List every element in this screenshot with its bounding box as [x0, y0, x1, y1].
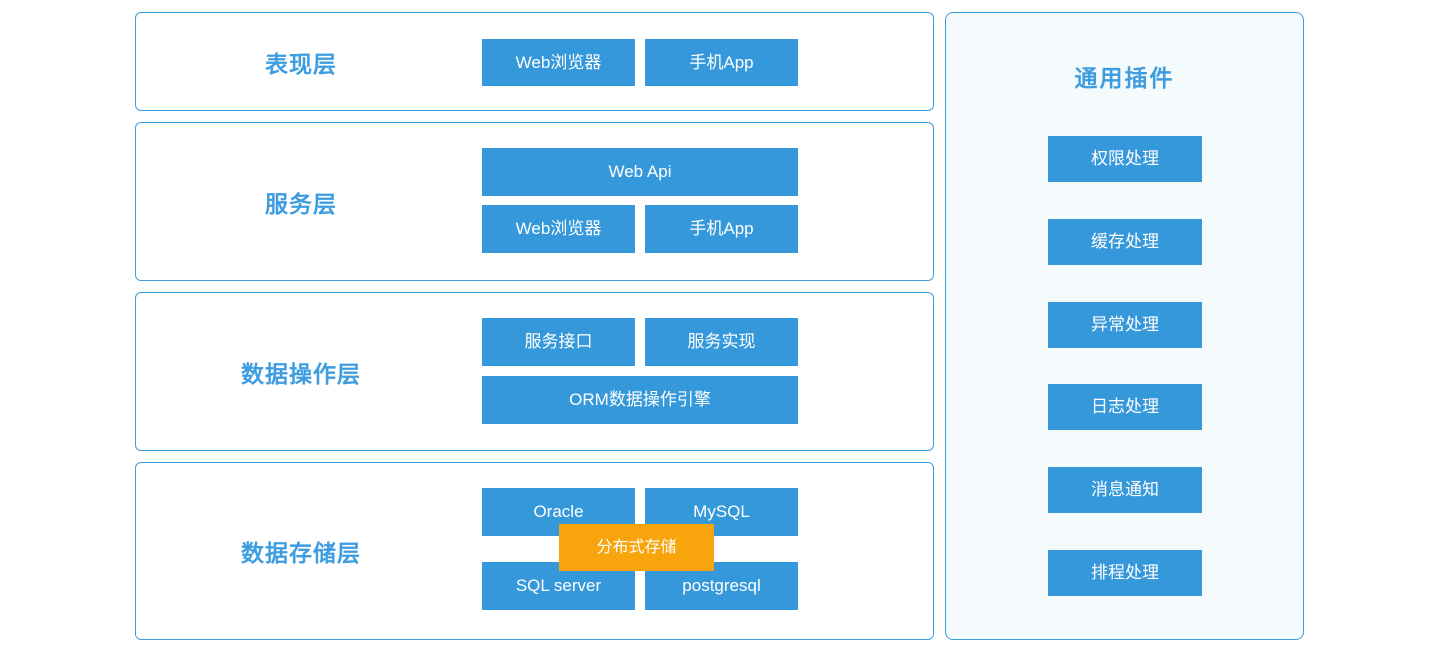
node-oracle: Oracle — [482, 488, 635, 536]
node-web-browser: Web浏览器 — [482, 39, 635, 86]
plugin-box-schedule: 排程处理 — [1048, 550, 1202, 596]
node-web-api: Web Api — [482, 148, 798, 196]
plugin-box-message: 消息通知 — [1048, 467, 1202, 513]
node-orm-engine: ORM数据操作引擎 — [482, 376, 798, 424]
plugin-box-log: 日志处理 — [1048, 384, 1202, 430]
layer-title: 服务层 — [265, 190, 337, 217]
layer-title: 数据存储层 — [241, 540, 361, 566]
layer-boxes: Web Api Web浏览器 手机App — [482, 123, 798, 280]
layer-card-data-operation: 数据操作层 服务接口 服务实现 ORM数据操作引擎 — [135, 292, 934, 451]
node-mobile-app: 手机App — [645, 205, 798, 253]
plugin-box-permission: 权限处理 — [1048, 136, 1202, 182]
layer-boxes: Web浏览器 手机App — [482, 13, 798, 110]
layer-card-data-storage: 数据存储层 Oracle MySQL SQL server postgresql… — [135, 462, 934, 640]
layer-title: 数据操作层 — [241, 360, 361, 387]
layer-boxes: 服务接口 服务实现 ORM数据操作引擎 — [482, 293, 798, 450]
node-mobile-app: 手机App — [645, 39, 798, 86]
plugin-box-exception: 异常处理 — [1048, 302, 1202, 348]
plugins-panel-title: 通用插件 — [1074, 65, 1175, 91]
box-row: 服务接口 服务实现 — [482, 318, 798, 366]
plugins-panel: 通用插件 权限处理 缓存处理 异常处理 日志处理 消息通知 排程处理 — [945, 12, 1304, 640]
box-row: Web浏览器 手机App — [482, 39, 798, 86]
layer-card-service: 服务层 Web Api Web浏览器 手机App — [135, 122, 934, 281]
box-row: ORM数据操作引擎 — [482, 376, 798, 424]
node-sql-server: SQL server — [482, 562, 635, 610]
node-postgresql: postgresql — [645, 562, 798, 610]
node-web-browser: Web浏览器 — [482, 205, 635, 253]
box-row: SQL server postgresql — [482, 562, 798, 610]
node-service-interface: 服务接口 — [482, 318, 635, 366]
layer-title: 表现层 — [265, 50, 337, 77]
node-service-implementation: 服务实现 — [645, 318, 798, 366]
box-row: Web浏览器 手机App — [482, 205, 798, 253]
layer-card-presentation: 表现层 Web浏览器 手机App — [135, 12, 934, 111]
plugin-box-cache: 缓存处理 — [1048, 219, 1202, 265]
box-row: Web Api — [482, 148, 798, 196]
layer-boxes: Oracle MySQL SQL server postgresql 分布式存储 — [482, 463, 798, 639]
node-distributed-storage: 分布式存储 — [559, 524, 714, 571]
